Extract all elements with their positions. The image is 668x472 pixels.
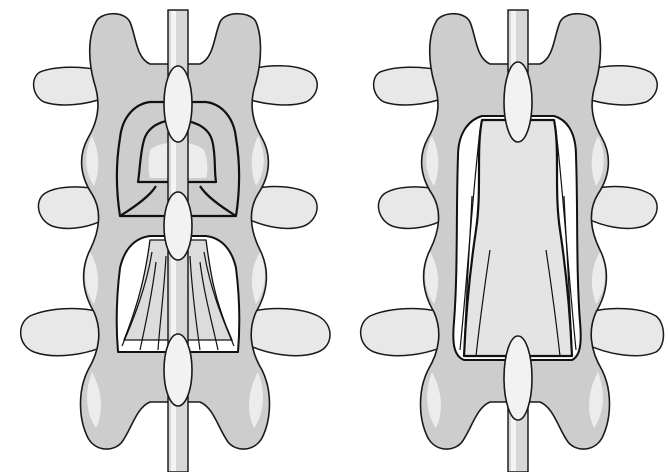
left-disc-3	[164, 334, 192, 406]
left-disc-1	[164, 66, 192, 142]
left-panel	[21, 10, 330, 472]
left-disc-2	[164, 192, 192, 260]
right-panel	[361, 10, 664, 472]
right-process-l3-right	[586, 309, 664, 356]
left-process-l3-right	[246, 309, 330, 356]
right-disc-3	[504, 336, 532, 420]
right-wide-opening	[453, 116, 580, 360]
left-discs	[164, 66, 192, 406]
right-disc-1	[504, 62, 532, 142]
